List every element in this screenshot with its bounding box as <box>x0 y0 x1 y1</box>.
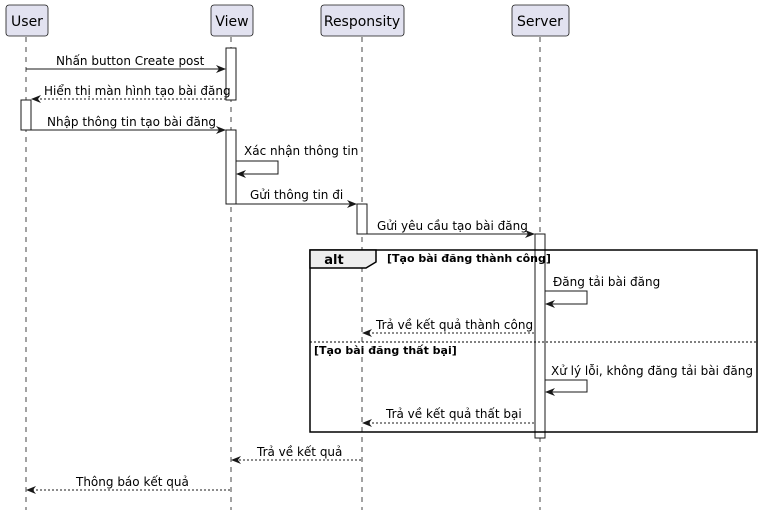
alt-tab <box>309 249 377 269</box>
participant-server-label: Server <box>517 14 563 30</box>
participant-responsity: Responsity <box>320 4 405 37</box>
message-label: Trả về kết quả thất bại <box>385 407 522 421</box>
participant-view-label: View <box>215 14 248 30</box>
message-label: Thông báo kết quả <box>75 475 189 489</box>
message-label: Xác nhận thông tin <box>244 144 358 158</box>
participant-user-label: User <box>11 14 43 30</box>
activation-server-1 <box>534 233 546 439</box>
alt-guard-failure: [Tạo bài đăng thất bại] <box>314 344 457 357</box>
message-label: Nhập thông tin tạo bài đăng <box>47 115 216 129</box>
alt-fragment: alt [Tạo bài đăng thành công] [Tạo bài đ… <box>309 249 758 433</box>
message-label: Xử lý lỗi, không đăng tải bài đăng <box>551 364 753 378</box>
participant-view: View <box>210 4 254 37</box>
message-label: Nhấn button Create post <box>56 54 205 68</box>
self-message-arrow <box>545 379 588 396</box>
message-label: Trả về kết quả thành công <box>375 318 533 332</box>
message-label: Gửi thông tin đi <box>250 188 343 202</box>
participant-user: User <box>5 4 49 37</box>
activation-responsity-1 <box>356 203 368 235</box>
message-label: Đăng tải bài đăng <box>553 275 660 289</box>
message-label: Hiển thị màn hình tạo bài đăng <box>44 84 231 98</box>
participant-responsity-label: Responsity <box>324 14 400 30</box>
activation-view-1 <box>225 47 237 101</box>
alt-title: alt <box>324 253 343 268</box>
self-message-arrow <box>545 290 588 308</box>
participant-server: Server <box>511 4 570 37</box>
activation-user-1 <box>20 99 32 131</box>
message-label: Trả về kết quả <box>256 445 342 459</box>
self-message-arrow <box>236 160 279 178</box>
message-label: Gửi yêu cầu tạo bài đăng <box>377 219 528 233</box>
alt-frame <box>309 249 758 433</box>
activation-view-2 <box>225 129 237 205</box>
alt-guard-success: [Tạo bài đăng thành công] <box>387 252 551 265</box>
